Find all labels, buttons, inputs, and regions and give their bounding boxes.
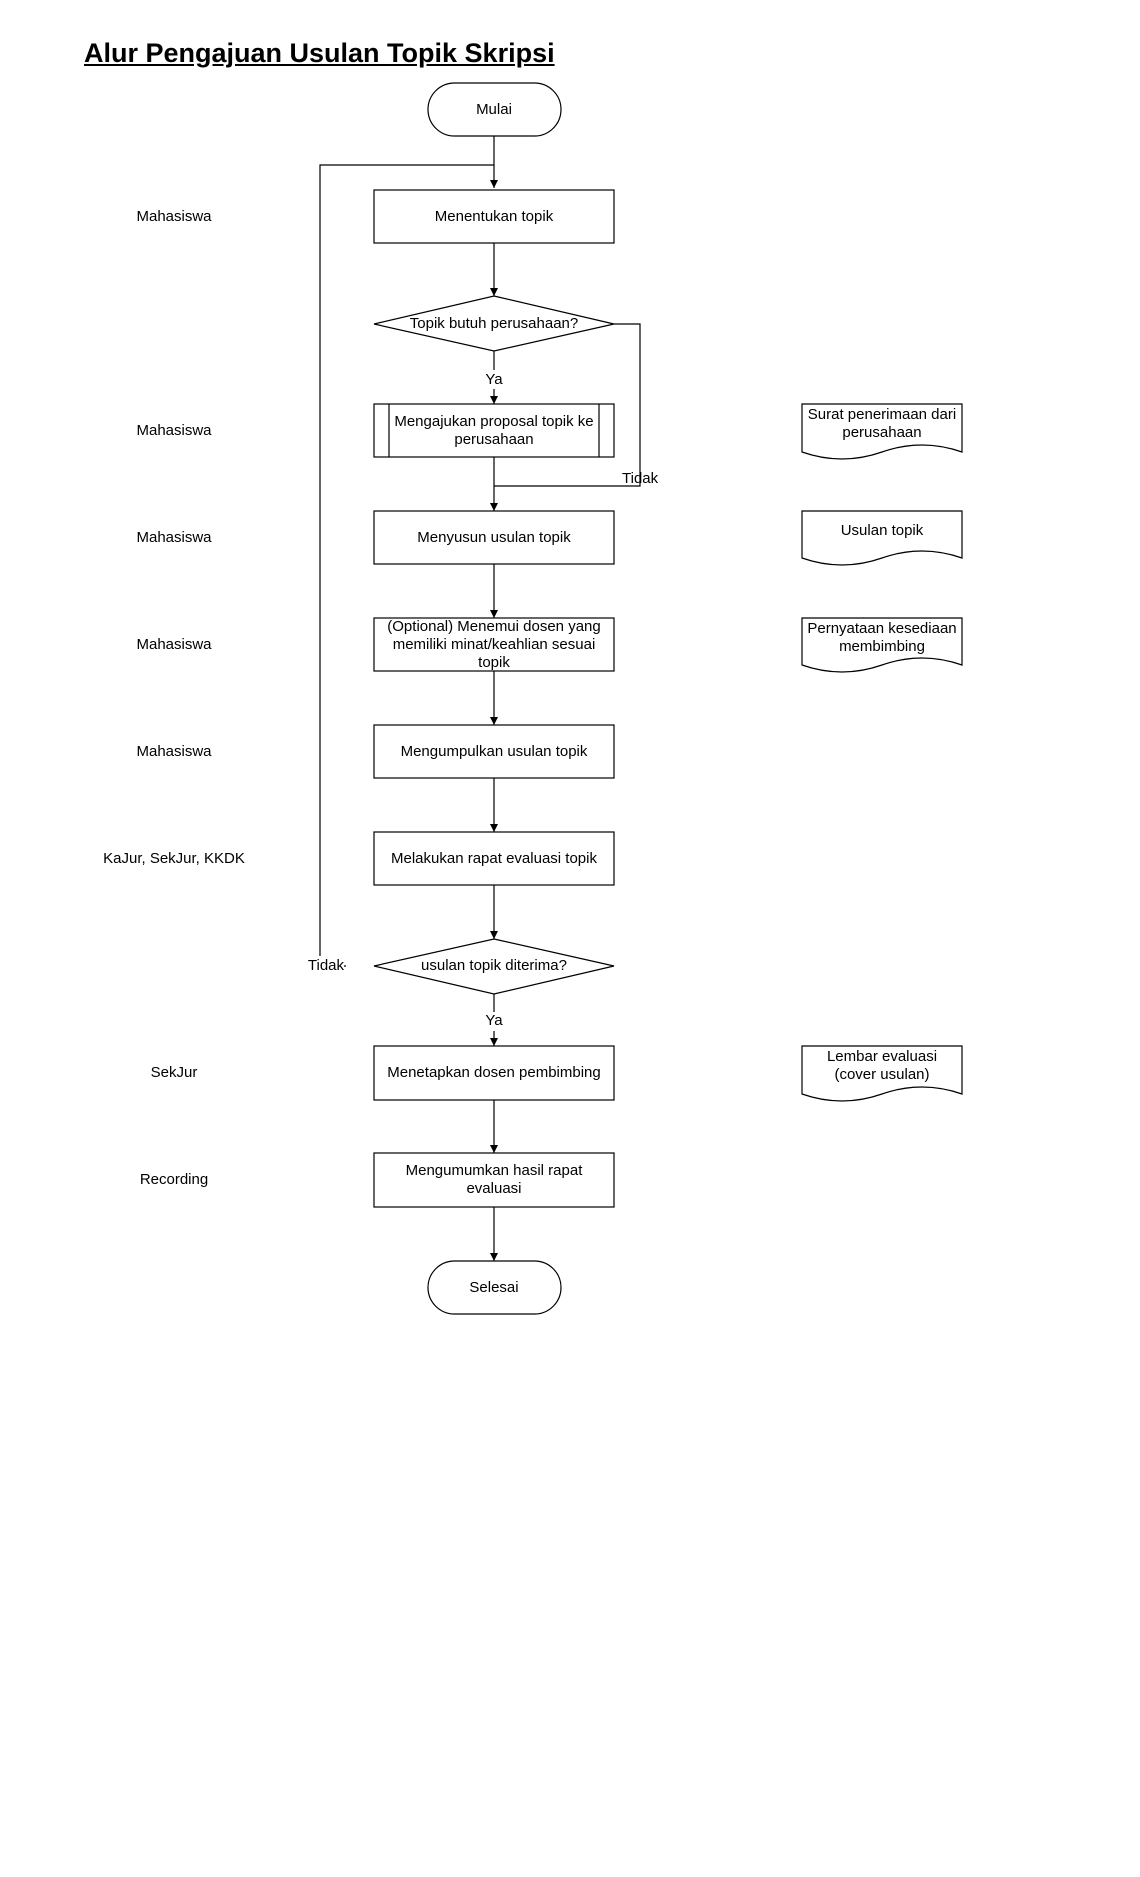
role-label-step-8: Recording (140, 1171, 208, 1188)
role-label-step-4: Mahasiswa (136, 636, 212, 653)
process-step-3: Menyusun usulan topik (373, 510, 615, 565)
process-step-3-label: Menyusun usulan topik (417, 529, 571, 546)
document-step-7: Lembar evaluasi (cover usulan) (801, 1045, 963, 1102)
process-step-8-label-line-2: evaluasi (466, 1180, 521, 1197)
process-step-1-label: Menentukan topik (435, 208, 554, 225)
start-terminal: Mulai (427, 82, 562, 137)
decision-1-yes-label: Ya (485, 371, 503, 388)
decision-2-yes-label: Ya (485, 1012, 503, 1029)
role-label-step-1: Mahasiswa (136, 208, 212, 225)
start-terminal-label: Mulai (476, 101, 512, 118)
role-label-step-2: Mahasiswa (136, 422, 212, 439)
end-terminal-label: Selesai (469, 1279, 518, 1296)
decision-1-no-label: Tidak (622, 470, 659, 487)
process-step-4-label-line-3: topik (478, 654, 510, 671)
connector-d1-no (494, 323, 641, 487)
process-step-5: Mengumpulkan usulan topik (373, 724, 615, 779)
process-step-6-label: Melakukan rapat evaluasi topik (391, 850, 597, 867)
document-step-3-label: Usulan topik (841, 522, 924, 539)
decision-2: usulan topik diterima? (373, 938, 615, 995)
process-step-2-label-line-1: Mengajukan proposal topik ke (394, 413, 593, 430)
process-step-8-label-line-1: Mengumumkan hasil rapat (406, 1162, 584, 1179)
end-terminal: Selesai (427, 1260, 562, 1315)
role-label-step-7: SekJur (151, 1064, 198, 1081)
role-label-step-3: Mahasiswa (136, 529, 212, 546)
role-label-step-5: Mahasiswa (136, 743, 212, 760)
decision-2-label: usulan topik diterima? (421, 957, 567, 974)
predefined-process-step-2: Mengajukan proposal topik ke perusahaan (373, 403, 615, 458)
document-step-7-label-line-2: (cover usulan) (834, 1066, 929, 1083)
process-step-1: Menentukan topik (373, 189, 615, 244)
process-step-6: Melakukan rapat evaluasi topik (373, 831, 615, 886)
document-step-4-label-line-1: Pernyataan kesediaan (807, 620, 956, 637)
document-step-4-label-line-2: membimbing (839, 638, 925, 655)
decision-1: Topik butuh perusahaan? (373, 295, 615, 352)
process-step-4: (Optional) Menemui dosen yang memiliki m… (373, 617, 615, 672)
process-step-2-label-line-2: perusahaan (454, 431, 533, 448)
process-step-4-label-line-1: (Optional) Menemui dosen yang (387, 618, 600, 635)
role-label-step-6: KaJur, SekJur, KKDK (103, 850, 245, 867)
document-step-2-label-line-2: perusahaan (842, 424, 921, 441)
decision-1-label: Topik butuh perusahaan? (410, 315, 578, 332)
decision-2-no-label: Tidak (308, 957, 345, 974)
document-step-2-label-line-1: Surat penerimaan dari (808, 406, 956, 423)
process-step-7: Menetapkan dosen pembimbing (373, 1045, 615, 1101)
page-title: Alur Pengajuan Usulan Topik Skripsi (84, 38, 555, 68)
process-step-4-label-line-2: memiliki minat/keahlian sesuai (393, 636, 596, 653)
process-step-7-label: Menetapkan dosen pembimbing (387, 1064, 600, 1081)
document-step-4: Pernyataan kesediaan membimbing (801, 617, 963, 673)
document-step-2: Surat penerimaan dari perusahaan (801, 403, 963, 460)
process-step-5-label: Mengumpulkan usulan topik (401, 743, 588, 760)
document-step-7-label-line-1: Lembar evaluasi (827, 1048, 937, 1065)
document-step-3: Usulan topik (801, 510, 963, 566)
process-step-8: Mengumumkan hasil rapat evaluasi (373, 1152, 615, 1208)
